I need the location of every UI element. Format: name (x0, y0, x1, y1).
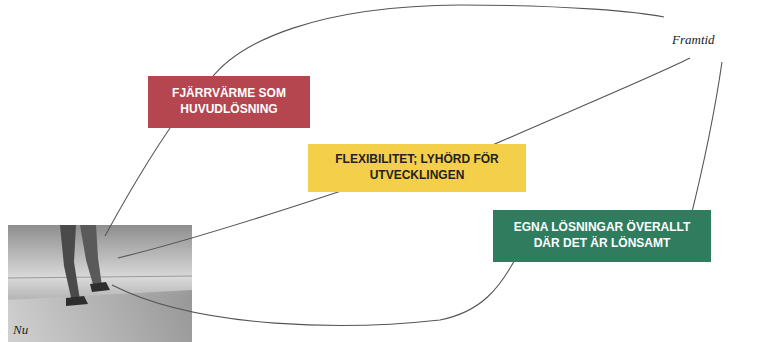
time-label: Framtid (672, 32, 715, 48)
shoe (90, 282, 110, 292)
path-lines (105, 5, 722, 325)
path-line (210, 5, 664, 80)
solution-box: FJÄRRVÄRME SOM HUVUDLÖSNING (148, 76, 310, 128)
path-line (690, 62, 722, 220)
photo-ground (8, 225, 192, 342)
leg (80, 225, 102, 288)
shoe (66, 296, 88, 306)
box-label: FJÄRRVÄRME SOM HUVUDLÖSNING (158, 86, 300, 117)
solution-box: EGNA LÖSNINGAR ÖVERALLT DÄR DET ÄR LÖNSA… (493, 210, 711, 262)
path-line (470, 58, 690, 155)
box-label: EGNA LÖSNINGAR ÖVERALLT DÄR DET ÄR LÖNSA… (503, 220, 701, 251)
leg (60, 225, 80, 302)
path-line (112, 250, 520, 325)
time-label: Nu (13, 322, 28, 338)
solution-box: FLEXIBILITET; LYHÖRD FÖR UTVECKLINGEN (308, 144, 526, 192)
pavement (8, 290, 192, 342)
box-label: FLEXIBILITET; LYHÖRD FÖR UTVECKLINGEN (318, 152, 516, 183)
walking-photo (8, 225, 192, 342)
